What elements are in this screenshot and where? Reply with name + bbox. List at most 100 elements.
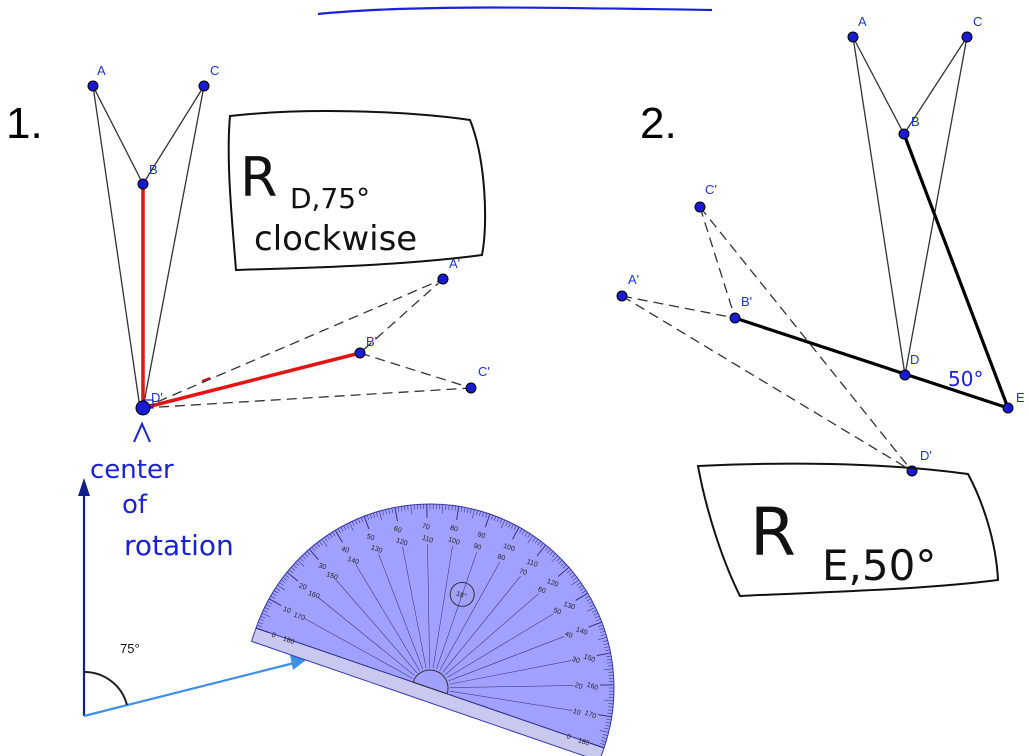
protractor-tick xyxy=(607,662,613,664)
protractor-tick xyxy=(279,582,284,586)
protractor-inner-label: 10 xyxy=(572,708,582,717)
protractor-ray xyxy=(355,564,420,671)
protractor-tick xyxy=(551,553,556,558)
protractor-tick xyxy=(282,577,288,581)
protractor-inner-label: 50 xyxy=(552,607,562,616)
protractor-outer-label: 160 xyxy=(586,682,599,692)
label-B-prime-2: B' xyxy=(741,294,752,309)
protractor-tick xyxy=(593,612,599,616)
rotation-word: rotation xyxy=(124,529,234,562)
protractor-tick xyxy=(326,535,331,540)
point-B xyxy=(137,178,149,190)
protractor-tick xyxy=(602,734,608,736)
protractor-tick xyxy=(588,621,602,628)
protractor-tick xyxy=(363,516,370,530)
protractor-tick xyxy=(587,601,593,605)
point-C-prime-2 xyxy=(694,201,706,213)
segment-CD-2 xyxy=(904,36,968,376)
protractor-tick xyxy=(571,579,580,586)
protractor-inner-label: 150 xyxy=(325,571,338,581)
protractor-tick xyxy=(493,516,497,521)
protractor-tick xyxy=(366,515,370,520)
protractor-tick xyxy=(264,607,270,610)
protractor-tick xyxy=(404,505,406,511)
protractor-tick xyxy=(295,562,300,567)
protractor-tick xyxy=(340,526,344,532)
protractor-tick xyxy=(512,526,520,540)
protractor-tick xyxy=(319,540,323,546)
protractor-outer-label: 170 xyxy=(584,710,597,720)
protractor-outer-label: 0 xyxy=(270,632,276,640)
protractor-tick xyxy=(260,615,266,619)
protractor-tick xyxy=(454,505,456,511)
protractor-tick xyxy=(308,548,319,560)
protractor-tick xyxy=(605,649,611,652)
protractor-tick xyxy=(589,604,595,607)
point-C-prime xyxy=(465,382,477,394)
protractor-ray xyxy=(447,613,554,678)
protractor-hub xyxy=(412,669,449,695)
protractor-tick xyxy=(513,525,517,531)
protractor-tick xyxy=(604,728,610,730)
red-radius-DB-prime xyxy=(142,351,361,410)
protractor-tick xyxy=(388,508,390,514)
protractor-tick xyxy=(527,535,534,544)
protractor-tick xyxy=(346,523,349,529)
point-B-2 xyxy=(898,128,910,140)
segment-CB xyxy=(142,85,205,185)
protractor-tick xyxy=(479,511,481,517)
protractor-tick xyxy=(382,510,384,516)
protractor-tick xyxy=(314,544,318,550)
protractor-tick xyxy=(605,724,611,727)
box2-subscript: E,50° xyxy=(822,541,936,590)
dashed-D-C-prime xyxy=(142,387,472,409)
dashed-A-prime-B-prime xyxy=(359,278,444,354)
protractor-tick xyxy=(385,509,387,515)
protractor-tick xyxy=(606,718,612,721)
protractor-outer-label: 140 xyxy=(575,626,588,636)
protractor-tick xyxy=(601,737,607,739)
protractor-tick xyxy=(607,709,613,711)
protractor-tick xyxy=(273,590,279,594)
protractor-ray xyxy=(335,579,418,674)
dashed-C-prime-B-prime xyxy=(699,206,736,319)
center-word: center xyxy=(90,455,174,485)
dashed-A-prime-D-prime xyxy=(621,295,913,472)
protractor-tick xyxy=(535,538,539,544)
label-A-prime-2: A' xyxy=(628,272,639,287)
protractor-inner-label: 140 xyxy=(346,556,359,566)
protractor-tick xyxy=(255,627,270,634)
protractor-tick xyxy=(606,658,612,661)
center-of-rotation-note: center of rotation xyxy=(90,421,234,562)
protractor-inner-label: 100 xyxy=(447,536,460,546)
label-E-2: E xyxy=(1016,390,1025,405)
protractor-tick xyxy=(324,537,328,542)
protractor-tick xyxy=(556,557,561,562)
protractor-tick xyxy=(604,646,610,648)
protractor-inner-label: 70 xyxy=(518,568,528,577)
protractor-tick xyxy=(608,697,614,698)
protractor-tick xyxy=(607,665,613,667)
protractor-tick xyxy=(604,668,614,670)
protractor-tick xyxy=(598,637,607,641)
point-A-2 xyxy=(847,31,859,43)
protractor-tick xyxy=(521,530,525,535)
protractor-tick xyxy=(606,655,612,658)
protractor-tick xyxy=(608,693,614,695)
segment-CB-2 xyxy=(903,36,968,135)
protractor-outer-label: 10 xyxy=(282,606,292,615)
segment-AD-2 xyxy=(852,36,906,376)
label-A-prime: A' xyxy=(449,256,460,271)
protractor-ray xyxy=(442,575,521,673)
caret-arrow xyxy=(133,421,151,443)
point-A-prime-2 xyxy=(616,290,628,302)
protractor-tick xyxy=(524,531,528,537)
point-D-prime xyxy=(135,400,151,416)
title-underline xyxy=(317,6,713,16)
dashed-C-prime-D-prime xyxy=(699,206,913,472)
protractor-tick xyxy=(602,640,608,642)
protractor-tick xyxy=(263,610,268,613)
protractor-inner-label: 110 xyxy=(421,535,434,545)
protractor-tick xyxy=(600,743,606,746)
